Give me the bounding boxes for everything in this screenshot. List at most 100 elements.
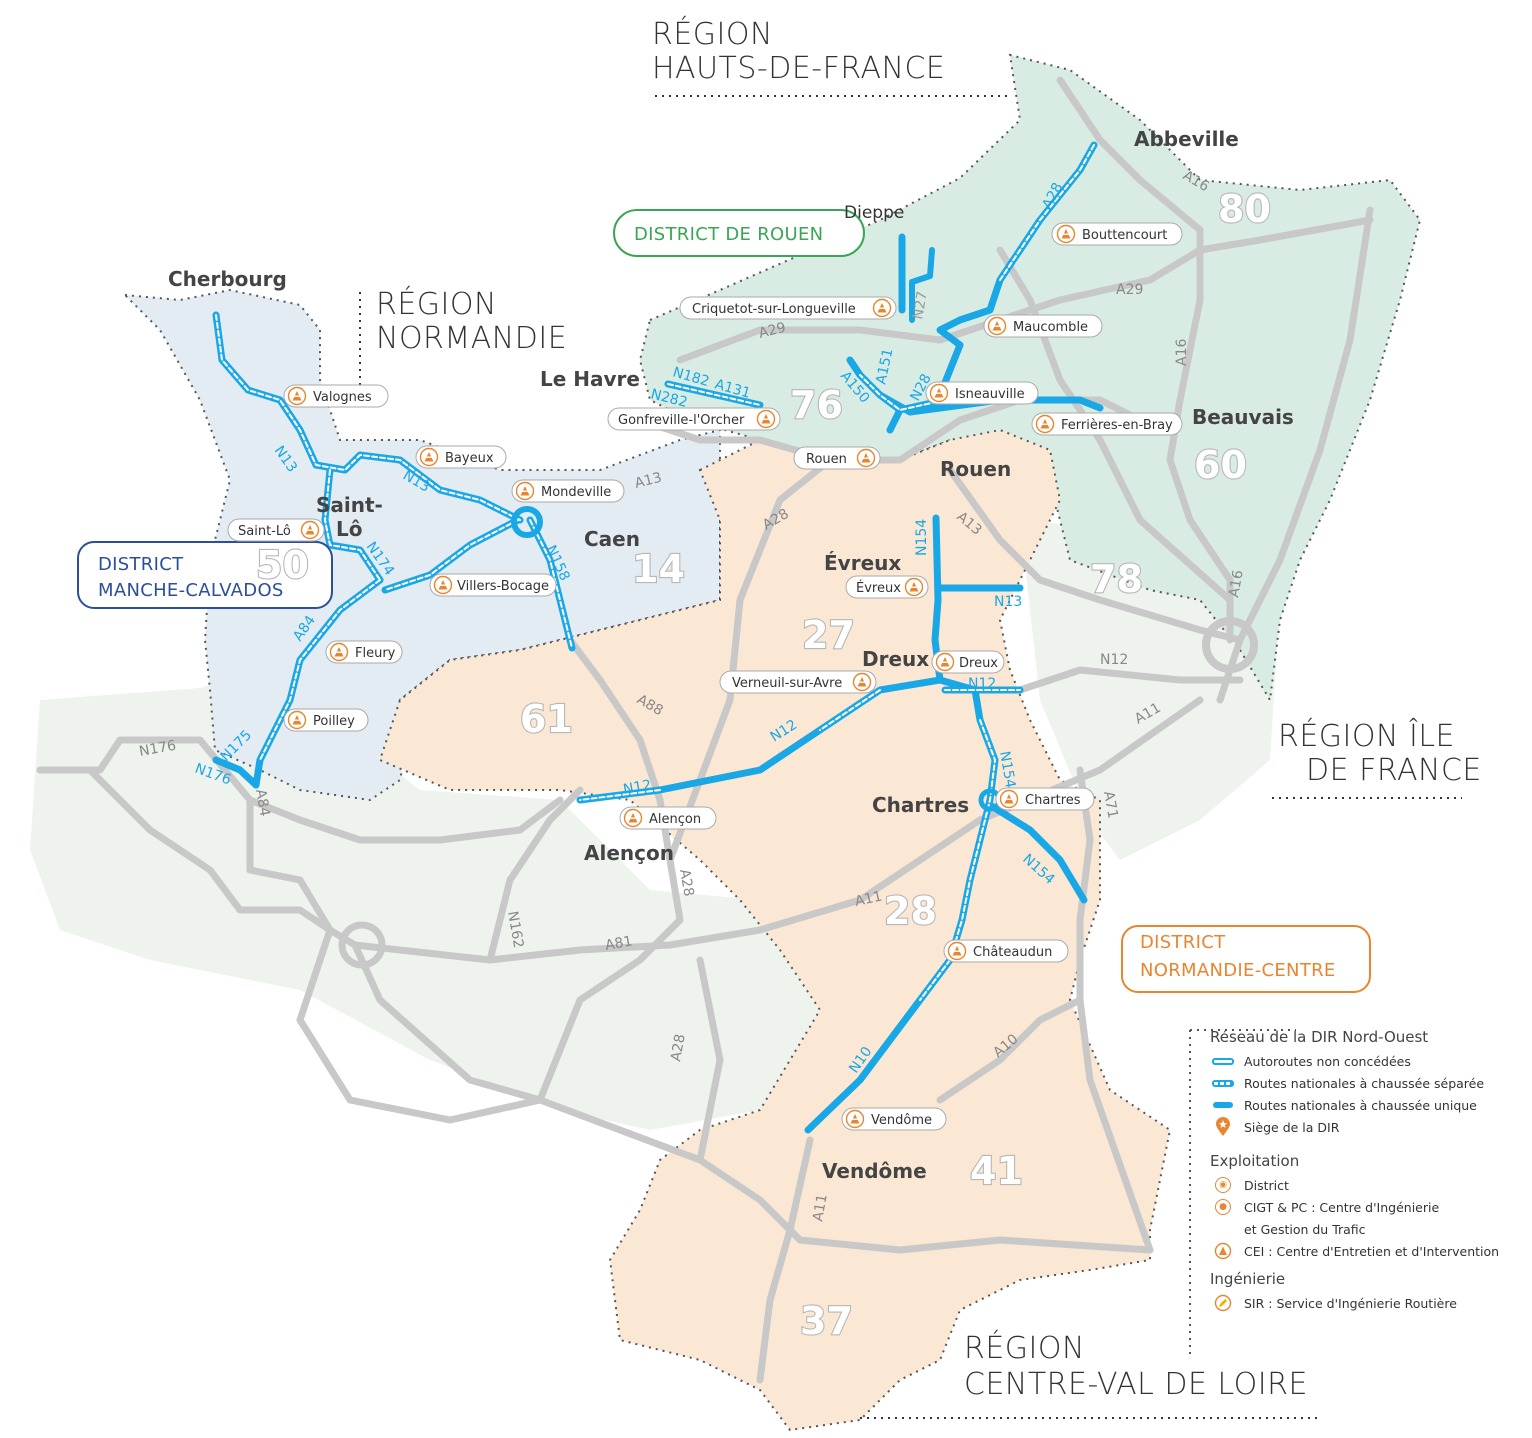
svg-text:Maucomble: Maucomble (1013, 320, 1088, 335)
svg-text:Évreux: Évreux (856, 580, 901, 596)
svg-text:Poilley: Poilley (313, 714, 355, 729)
cei-chartres[interactable]: Chartres (995, 787, 1095, 811)
district-normandie-centre-line1: DISTRICT (1140, 932, 1226, 953)
district-manche-calvados-box: DISTRICT MANCHE-CALVADOS (77, 541, 333, 609)
cei-criquetot[interactable]: Criquetot-sur-Longueville (679, 296, 897, 320)
cei-alencon[interactable]: Alençon (619, 806, 717, 830)
city-beauvais: Beauvais (1192, 405, 1294, 429)
district-icon: ◉ (1215, 1177, 1231, 1193)
svg-text:A13: A13 (633, 470, 663, 492)
svg-text:Villers-Bocage: Villers-Bocage (457, 579, 549, 594)
svg-text:Rouen: Rouen (806, 452, 847, 467)
orange-zone (378, 428, 1172, 1432)
cei-isneauville[interactable]: Isneauville (925, 381, 1039, 405)
district-manche-calvados-line2: MANCHE-CALVADOS (98, 580, 284, 601)
svg-text:Saint-Lô: Saint-Lô (238, 524, 291, 539)
svg-text:A28: A28 (676, 868, 697, 898)
dept-60: 60 (1194, 443, 1247, 487)
svg-text:Châteaudun: Châteaudun (973, 945, 1052, 960)
dept-80: 80 (1218, 187, 1271, 231)
district-normandie-centre-line2: NORMANDIE-CENTRE (1140, 960, 1336, 981)
cei-gonfreville[interactable]: Gonfreville-l'Orcher (607, 407, 781, 431)
svg-text:A16: A16 (1174, 339, 1190, 366)
svg-text:N12: N12 (622, 777, 653, 798)
legend-frame (1189, 1029, 1296, 1354)
svg-text:N176: N176 (138, 738, 177, 760)
svg-text:A11: A11 (810, 1193, 831, 1223)
dept-28: 28 (884, 889, 937, 933)
svg-text:A29: A29 (757, 320, 787, 342)
caen-ring-grey (338, 921, 386, 969)
svg-text:Mondeville: Mondeville (541, 485, 611, 500)
cei-bouttencourt[interactable]: Bouttencourt (1051, 222, 1183, 246)
city-cherbourg: Cherbourg (168, 267, 287, 291)
cei-dreux[interactable]: Dreux (931, 650, 1005, 674)
legend-cigt: ● CIGT & PC : Centre d'Ingénierie (1212, 1196, 1532, 1218)
svg-text:Criquetot-sur-Longueville: Criquetot-sur-Longueville (692, 302, 856, 317)
svg-text:N154: N154 (914, 519, 930, 556)
cei-evreux[interactable]: Évreux (845, 575, 929, 599)
region-normandie-line1: RÉGION (376, 286, 497, 322)
svg-text:A11: A11 (854, 889, 884, 910)
cei-saint-lo[interactable]: Saint-Lô (227, 518, 325, 542)
svg-text:Alençon: Alençon (649, 812, 701, 827)
dept-61: 61 (520, 697, 573, 741)
city-saint-lo-line2: Lô (336, 517, 362, 541)
legend-rn-separee: Routes nationales à chaussée séparée (1212, 1072, 1532, 1094)
region-normandie-line2: NORMANDIE (376, 321, 567, 356)
cei-ferrieres[interactable]: Ferrières-en-Bray (1031, 412, 1183, 436)
west-zone (30, 670, 820, 1130)
traffic-cone-icon (1214, 1242, 1232, 1260)
cei-poilley[interactable]: Poilley (283, 708, 369, 732)
svg-text:Bayeux: Bayeux (445, 451, 494, 466)
cei-bayeux[interactable]: Bayeux (415, 445, 507, 469)
map-legend: Réseau de la DIR Nord-Ouest Autoroutes n… (1196, 1028, 1532, 1314)
eye-icon: ● (1215, 1199, 1231, 1215)
region-ile-de-france-line2: DE FRANCE (1306, 753, 1482, 788)
svg-text:A81: A81 (604, 933, 634, 954)
blue-zone (122, 288, 721, 802)
cei-fleury[interactable]: Fleury (325, 640, 403, 664)
city-rouen: Rouen (940, 457, 1011, 481)
legend-cei: CEI : Centre d'Entretien et d'Interventi… (1212, 1240, 1532, 1262)
cei-maucomble[interactable]: Maucomble (983, 314, 1103, 338)
city-caen: Caen (584, 527, 640, 551)
city-dreux: Dreux (862, 647, 929, 671)
city-chartres: Chartres (872, 793, 969, 817)
svg-text:Ferrières-en-Bray: Ferrières-en-Bray (1061, 418, 1173, 433)
cei-villers-bocage[interactable]: Villers-Bocage (429, 573, 557, 597)
district-normandie-centre-box: DISTRICT NORMANDIE-CENTRE (1121, 925, 1371, 993)
svg-text:Verneuil-sur-Avre: Verneuil-sur-Avre (732, 676, 842, 691)
green-zone (638, 53, 1422, 703)
cei-verneuil[interactable]: Verneuil-sur-Avre (719, 670, 877, 694)
map-pin-star-icon (1216, 1117, 1230, 1136)
dept-14: 14 (632, 547, 685, 591)
svg-text:A84: A84 (252, 788, 273, 818)
region-ile-de-france-line1: RÉGION ÎLE (1278, 718, 1455, 754)
dept-37: 37 (800, 1299, 853, 1343)
svg-text:Valognes: Valognes (313, 390, 372, 405)
dept-78: 78 (1090, 557, 1143, 601)
svg-text:Fleury: Fleury (355, 646, 396, 661)
district-manche-calvados-line1: DISTRICT (98, 554, 184, 575)
dept-41: 41 (970, 1149, 1023, 1193)
dept-27: 27 (802, 613, 855, 657)
cei-valognes[interactable]: Valognes (283, 384, 389, 408)
legend-autoroutes: Autoroutes non concédées (1212, 1050, 1532, 1072)
cei-chateaudun[interactable]: Châteaudun (943, 939, 1069, 963)
rn-unique-swatch (1213, 1102, 1233, 1108)
cei-rouen[interactable]: Rouen (793, 446, 881, 470)
cei-vendome[interactable]: Vendôme (841, 1107, 947, 1131)
svg-text:A29: A29 (1116, 282, 1143, 298)
svg-text:A71: A71 (1100, 790, 1121, 820)
cei-mondeville[interactable]: Mondeville (511, 479, 625, 503)
grey-roads (36, 76, 1374, 1384)
city-abbeville: Abbeville (1134, 127, 1239, 151)
svg-text:N162: N162 (504, 910, 526, 949)
svg-text:Chartres: Chartres (1025, 793, 1081, 808)
blue-roads (212, 141, 1104, 1134)
svg-text:Dreux: Dreux (959, 656, 998, 671)
city-le-havre: Le Havre (540, 367, 640, 391)
region-centre-val-de-loire-line1: RÉGION (964, 1330, 1085, 1366)
